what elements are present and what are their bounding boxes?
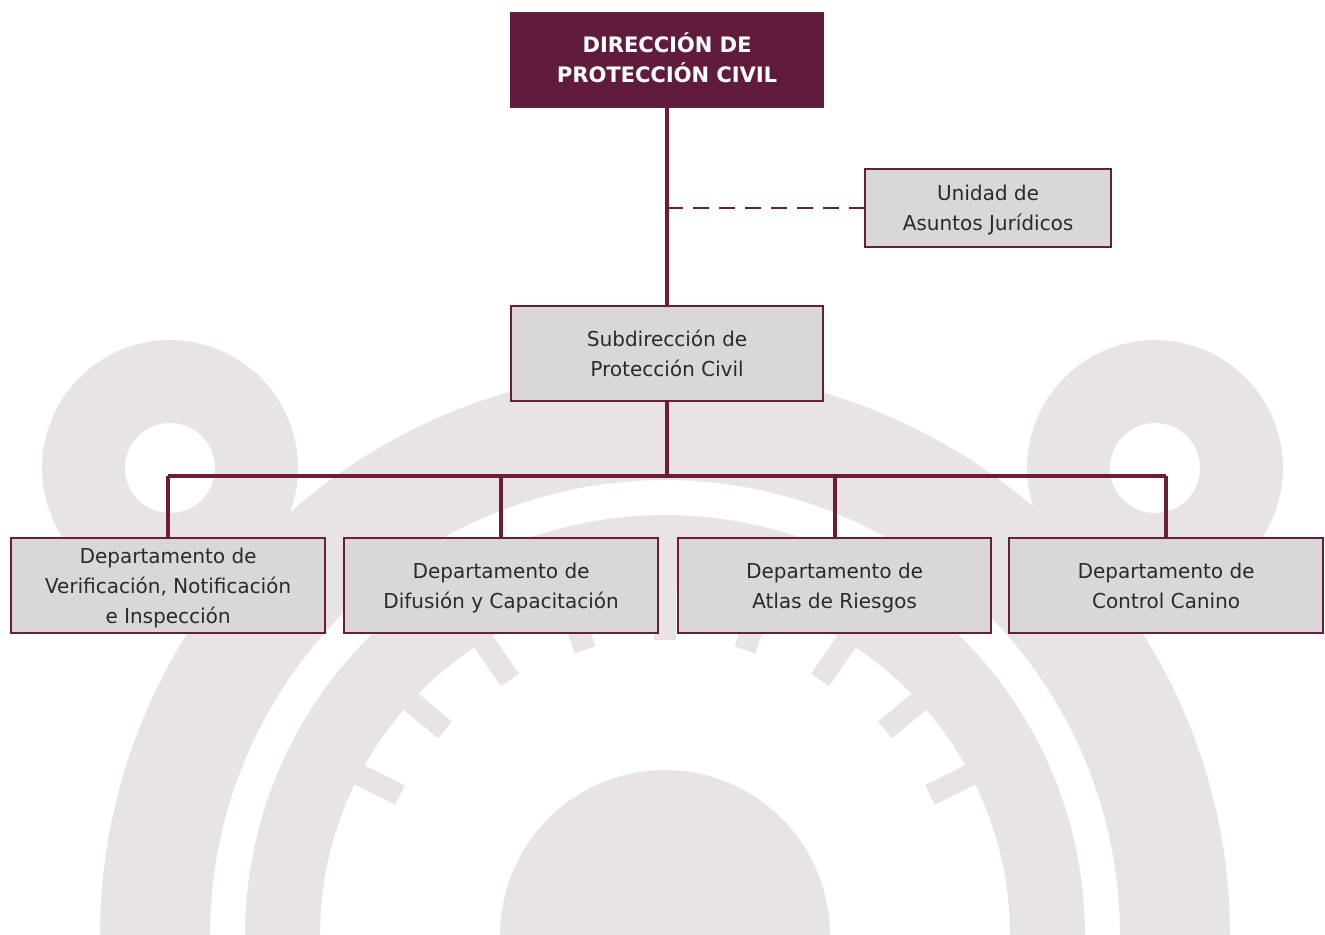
departamento-verificacion-box: Departamento de Verificación, Notificaci… — [10, 537, 326, 634]
departamento-difusion-box: Departamento de Difusión y Capacitación — [343, 537, 659, 634]
departamento-atlas-riesgos-box: Departamento de Atlas de Riesgos — [677, 537, 992, 634]
subdireccion-proteccion-civil-box: Subdirección de Protección Civil — [510, 305, 824, 402]
departamento-control-canino-box: Departamento de Control Canino — [1008, 537, 1324, 634]
direccion-proteccion-civil-box: DIRECCIÓN DE PROTECCIÓN CIVIL — [510, 12, 824, 108]
unidad-asuntos-juridicos-box: Unidad de Asuntos Jurídicos — [864, 168, 1112, 248]
